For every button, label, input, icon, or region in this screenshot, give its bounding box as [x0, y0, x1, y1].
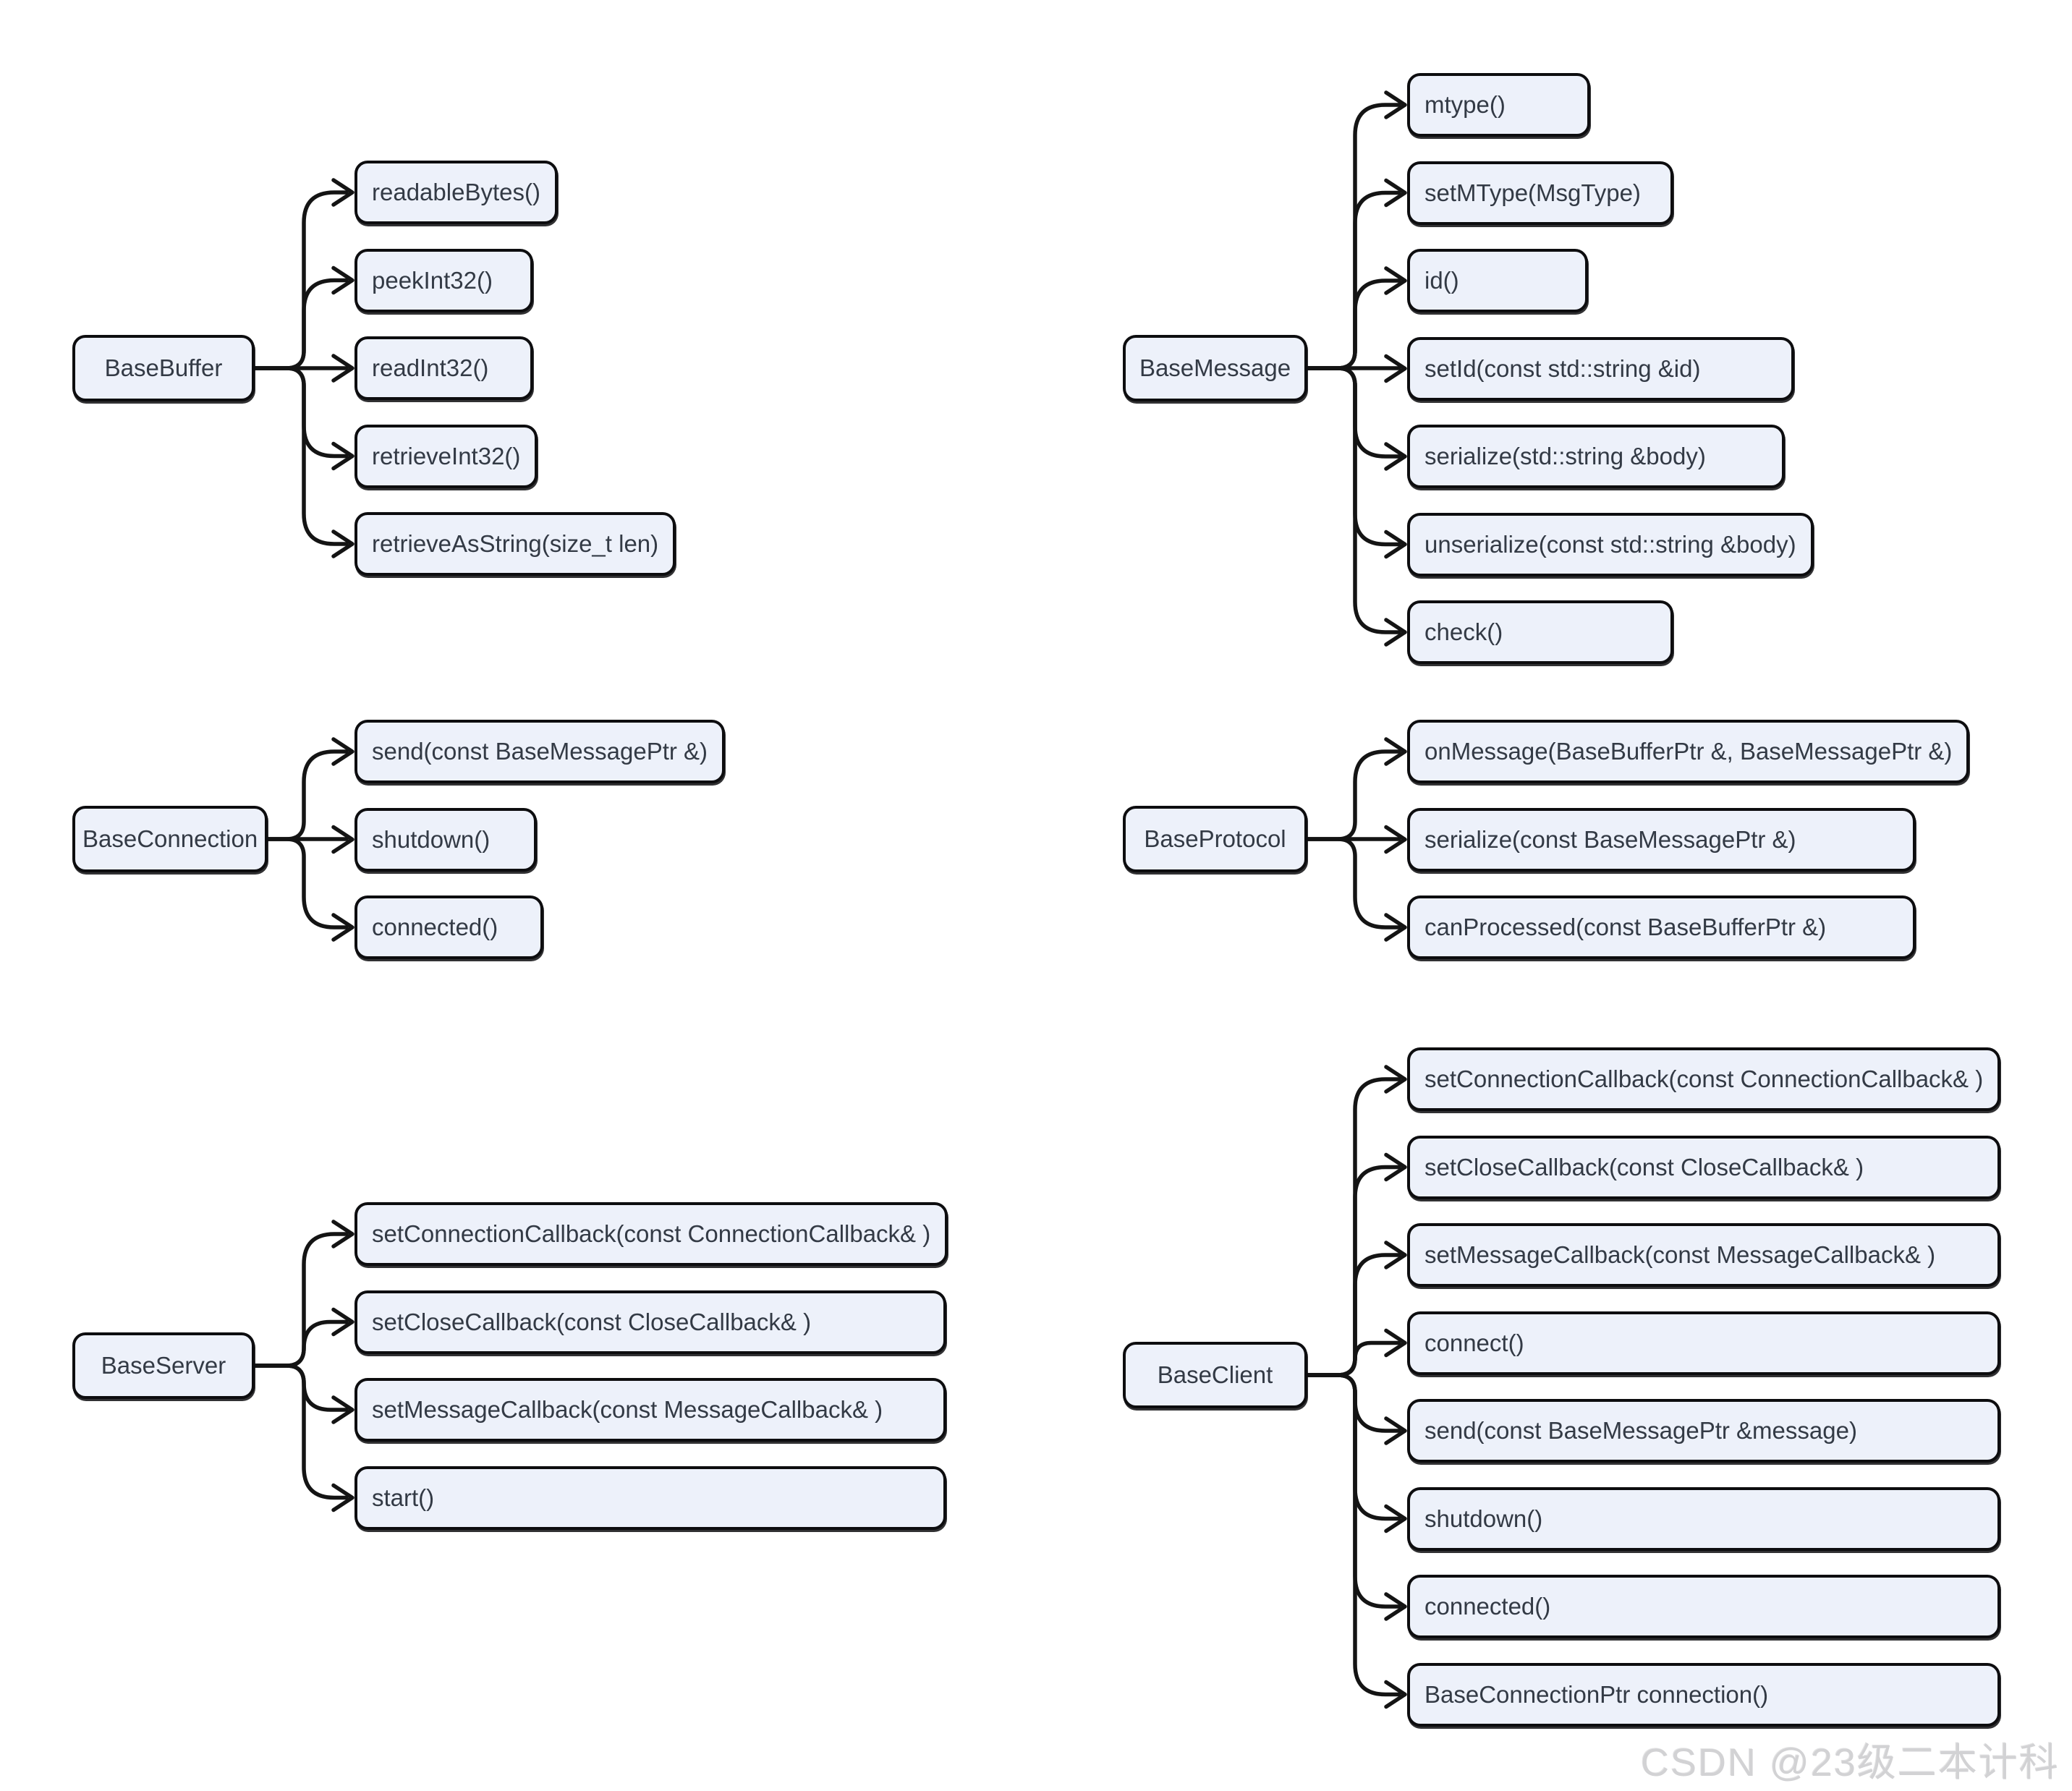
class-node-basemessage: BaseMessage [1123, 335, 1307, 401]
method-node-mtype: mtype() [1407, 73, 1590, 137]
arrowhead-icon [331, 913, 354, 942]
method-node-readint32: readInt32() [354, 336, 533, 400]
arrowhead-icon [1384, 90, 1407, 119]
branch-line [253, 190, 349, 370]
branch-line [1306, 1373, 1401, 1697]
branch-line [1306, 1077, 1401, 1377]
branch-line [1306, 749, 1401, 841]
arrowhead-icon [331, 825, 354, 854]
branch-line [1306, 103, 1401, 370]
arrowhead-icon [1384, 618, 1407, 647]
arrowhead-icon [1384, 913, 1407, 942]
method-node-send: send(const BaseMessagePtr &) [354, 720, 726, 783]
arrowhead-icon [1384, 354, 1407, 383]
method-node-connected: connected() [1407, 1575, 2000, 1638]
class-node-baseserver: BaseServer [72, 1332, 255, 1399]
method-node-retrieveint32: retrieveInt32() [354, 424, 538, 488]
arrowhead-icon [1384, 1241, 1407, 1269]
method-node-setconnectioncallback: setConnectionCallback(const ConnectionCa… [354, 1202, 948, 1266]
method-node-setclosecallback: setCloseCallback(const CloseCallback& ) [1407, 1135, 2000, 1199]
branch-line [253, 278, 349, 370]
arrowhead-icon [331, 441, 354, 471]
branch-line [1306, 366, 1401, 459]
arrowhead-icon [331, 1483, 354, 1513]
branch-line [253, 1364, 349, 1500]
arrowhead-icon [331, 1307, 354, 1337]
watermark-text: CSDN @23级二本计科 [1641, 1741, 2060, 1784]
method-node-peekint32: peekInt32() [354, 248, 533, 312]
arrowhead-icon [1384, 737, 1407, 766]
branch-line [253, 749, 349, 841]
branch-line [253, 366, 349, 546]
arrowhead-icon [1384, 529, 1407, 559]
branch-line [1306, 366, 1401, 547]
arrowhead-icon [331, 354, 354, 383]
method-node-check: check() [1407, 600, 1673, 664]
arrowhead-icon [1384, 266, 1407, 295]
method-node-connect: connect() [1407, 1311, 2000, 1375]
class-node-baseclient: BaseClient [1123, 1342, 1307, 1408]
method-node-canprocessed: canProcessed(const BaseBufferPtr &) [1407, 895, 1916, 959]
method-node-serialize: serialize(std::string &body) [1407, 425, 1785, 488]
arrowhead-icon [1384, 1065, 1407, 1094]
class-node-basebuffer: BaseBuffer [72, 335, 255, 401]
method-node-id: id() [1407, 249, 1588, 312]
method-node-send: send(const BaseMessagePtr &message) [1407, 1399, 2000, 1463]
branch-line [1306, 1340, 1401, 1377]
method-node-unserialize: unserialize(const std::string &body) [1407, 512, 1814, 577]
method-node-setmessagecallback: setMessageCallback(const MessageCallback… [354, 1378, 946, 1442]
branch-line [1306, 1165, 1401, 1377]
branch-line [1306, 190, 1401, 370]
method-node-setmessagecallback: setMessageCallback(const MessageCallback… [1407, 1223, 2000, 1287]
arrowhead-icon [331, 1395, 354, 1424]
branch-line [253, 1319, 349, 1368]
arrowhead-icon [1384, 1152, 1407, 1182]
class-node-baseprotocol: BaseProtocol [1123, 806, 1307, 872]
branch-line [1306, 837, 1401, 929]
arrowhead-icon [1384, 1680, 1407, 1709]
method-node-shutdown: shutdown() [354, 807, 537, 872]
method-node-connected: connected() [354, 895, 543, 959]
arrowhead-icon [1384, 1416, 1407, 1445]
method-node-serialize: serialize(const BaseMessagePtr &) [1407, 807, 1916, 872]
arrowhead-icon [1384, 1328, 1407, 1358]
branch-line [1306, 1373, 1401, 1521]
method-node-setmtype: setMType(MsgType) [1407, 161, 1673, 225]
arrowhead-icon [1384, 178, 1407, 208]
method-node-baseconnectionptr-connection: BaseConnectionPtr connection() [1407, 1662, 2000, 1727]
branch-line [253, 837, 349, 929]
method-node-shutdown: shutdown() [1407, 1486, 2000, 1551]
branch-line [1306, 1373, 1401, 1433]
arrowhead-icon [331, 178, 354, 207]
branch-line [253, 366, 349, 459]
arrowhead-icon [1384, 825, 1407, 854]
branch-line [1306, 366, 1401, 634]
method-node-setid: setId(const std::string &id) [1407, 336, 1794, 401]
arrowhead-icon [331, 265, 354, 295]
method-node-onmessage: onMessage(BaseBufferPtr &, BaseMessagePt… [1407, 720, 1970, 783]
method-node-setconnectioncallback: setConnectionCallback(const ConnectionCa… [1407, 1047, 2001, 1111]
arrowhead-icon [1384, 442, 1407, 471]
method-node-retrieveasstring: retrieveAsString(size_t len) [354, 512, 676, 576]
method-node-start: start() [354, 1465, 946, 1530]
arrowhead-icon [1384, 1504, 1407, 1533]
branch-line [1306, 1373, 1401, 1609]
arrowhead-icon [1384, 1592, 1407, 1621]
method-node-readablebytes: readableBytes() [354, 161, 558, 224]
branch-line [253, 1364, 349, 1412]
class-node-baseconnection: BaseConnection [72, 806, 268, 872]
branch-line [1306, 1253, 1401, 1377]
branch-line [1306, 278, 1401, 370]
arrowhead-icon [331, 529, 354, 558]
arrowhead-icon [331, 1220, 354, 1248]
arrowhead-icon [331, 737, 354, 766]
method-node-setclosecallback: setCloseCallback(const CloseCallback& ) [354, 1290, 946, 1354]
branch-line [253, 1232, 349, 1368]
